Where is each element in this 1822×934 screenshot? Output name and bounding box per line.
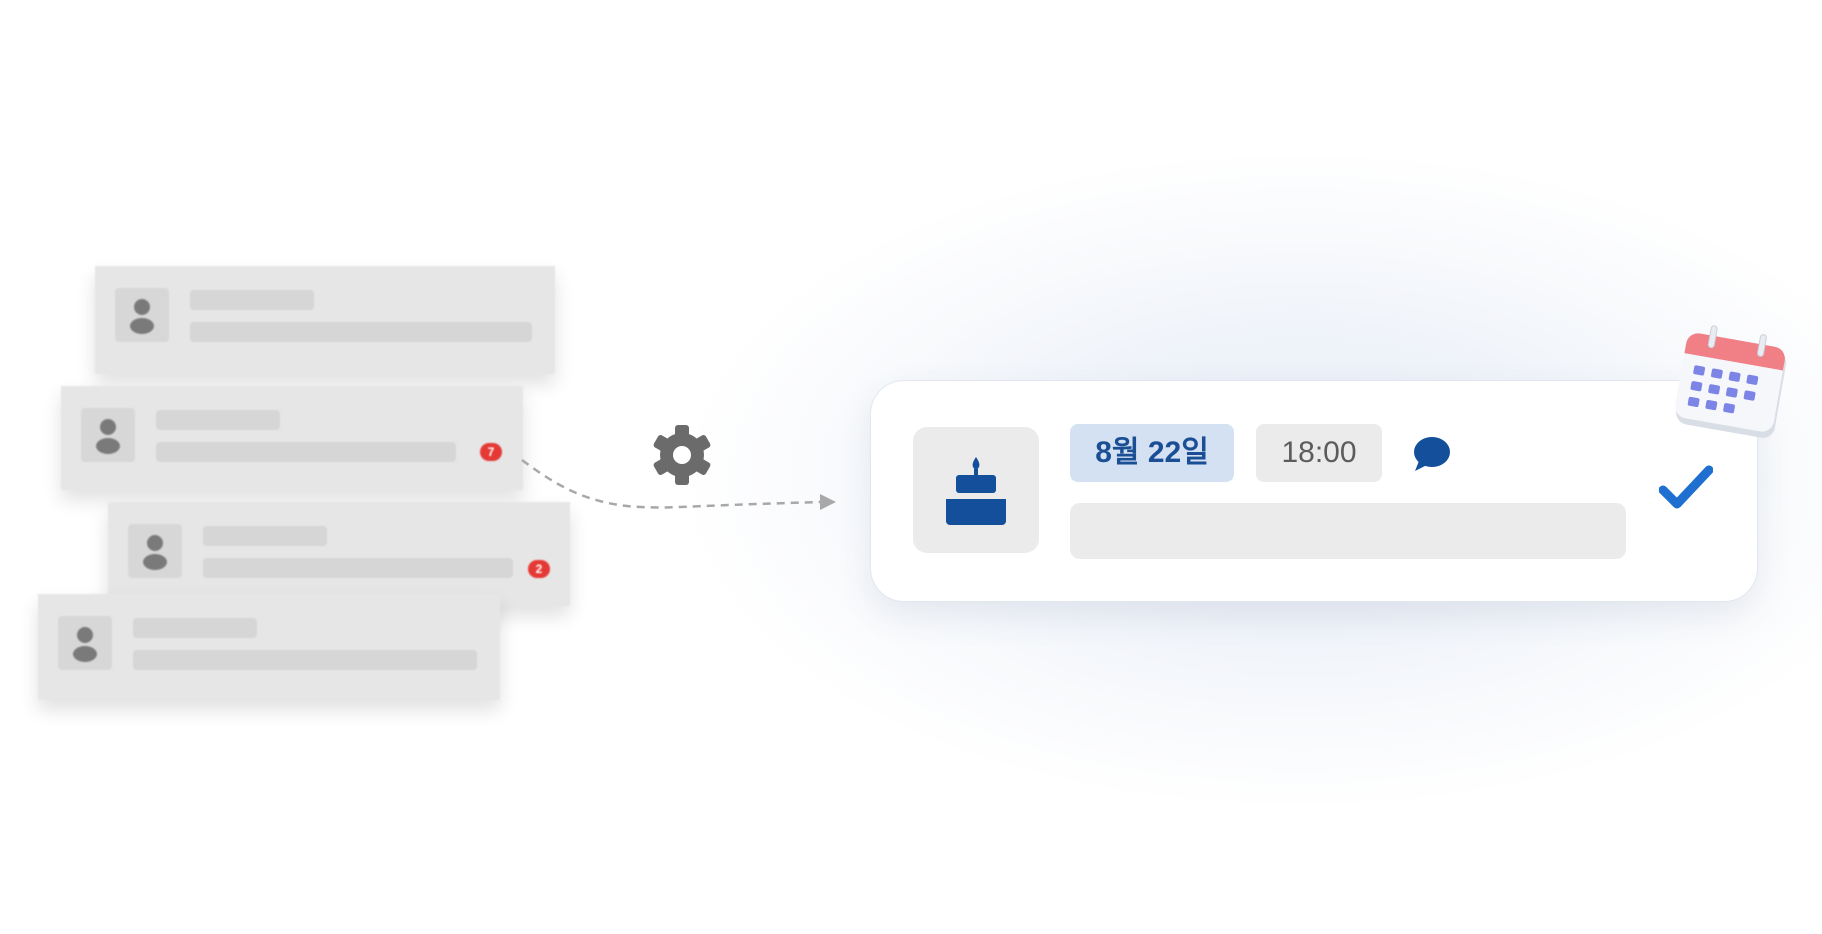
checkmark-icon [1659, 465, 1713, 509]
settings-gear-icon [653, 425, 711, 485]
user-icon [73, 627, 97, 662]
message-placeholder [1070, 503, 1626, 559]
avatar [115, 288, 169, 342]
list-item: 7 [61, 386, 523, 490]
chat-bubble-icon [1414, 437, 1450, 471]
event-date-tag: 8월 22일 [1070, 424, 1234, 482]
user-icon [96, 419, 120, 454]
placeholder-title [133, 618, 257, 638]
list-item: 2 [108, 502, 570, 606]
placeholder-title [190, 290, 314, 310]
unread-count-badge: 7 [480, 443, 502, 461]
avatar [128, 524, 182, 578]
placeholder-subtitle [203, 558, 513, 578]
placeholder-title [203, 526, 327, 546]
list-item [38, 594, 500, 700]
placeholder-subtitle [190, 322, 532, 342]
avatar [81, 408, 135, 462]
placeholder-title [156, 410, 280, 430]
user-icon [143, 535, 167, 570]
placeholder-subtitle [133, 650, 477, 670]
calendar-icon [1675, 325, 1787, 438]
placeholder-subtitle [156, 442, 456, 462]
avatar [58, 616, 112, 670]
user-icon [130, 299, 154, 334]
list-item [95, 266, 555, 374]
birthday-cake-icon [946, 457, 1006, 525]
event-notification-card: 8월 22일 18:00 [870, 380, 1758, 602]
event-icon-box [913, 427, 1039, 553]
event-time-tag: 18:00 [1256, 424, 1382, 482]
unread-count-badge: 2 [528, 560, 550, 578]
